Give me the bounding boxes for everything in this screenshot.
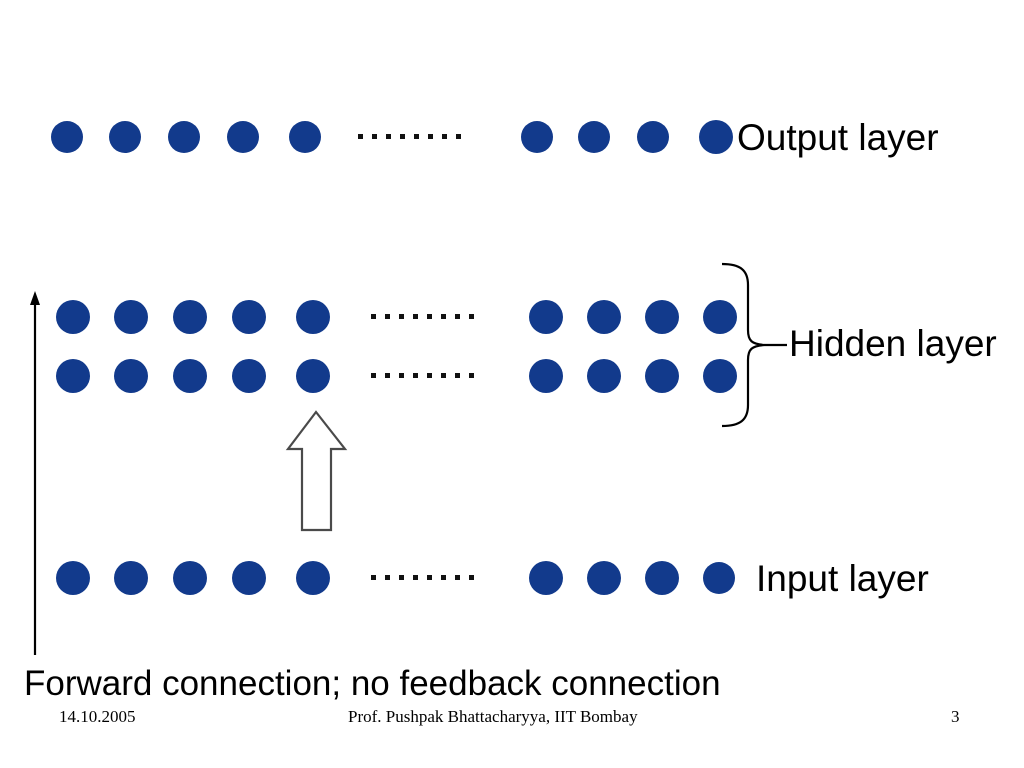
neuron-node	[173, 359, 207, 393]
neuron-node	[703, 300, 737, 334]
input-layer-label: Input layer	[756, 558, 929, 599]
neuron-node	[114, 561, 148, 595]
neuron-node	[227, 121, 259, 153]
forward-direction-arrow	[30, 291, 40, 655]
neuron-node	[637, 121, 669, 153]
neuron-node	[703, 562, 735, 594]
neuron-node	[587, 359, 621, 393]
neuron-node	[529, 359, 563, 393]
neuron-node	[173, 300, 207, 334]
neuron-node	[521, 121, 553, 153]
footer-date: 14.10.2005	[59, 707, 136, 726]
neuron-node	[699, 120, 733, 154]
neuron-node	[114, 300, 148, 334]
neuron-node	[645, 561, 679, 595]
neuron-node	[529, 561, 563, 595]
neuron-node	[296, 359, 330, 393]
ellipsis-dots	[371, 314, 474, 319]
footer-author: Prof. Pushpak Bhattacharyya, IIT Bombay	[348, 707, 638, 726]
footer-page-number: 3	[951, 707, 960, 726]
neuron-node	[232, 561, 266, 595]
neuron-node	[51, 121, 83, 153]
neuron-node	[232, 359, 266, 393]
hidden-layer-label: Hidden layer	[789, 323, 997, 364]
neuron-node	[645, 359, 679, 393]
neuron-node	[645, 300, 679, 334]
ellipsis-dots	[371, 373, 474, 378]
slide-caption: Forward connection; no feedback connecti…	[24, 664, 721, 703]
ellipsis-dots	[371, 575, 474, 580]
neuron-node	[587, 300, 621, 334]
output-layer-label: Output layer	[737, 117, 939, 158]
neuron-node	[289, 121, 321, 153]
upward-flow-arrow	[285, 410, 348, 532]
neuron-node	[56, 300, 90, 334]
neuron-node	[578, 121, 610, 153]
neuron-node	[173, 561, 207, 595]
neuron-node	[56, 359, 90, 393]
ellipsis-dots	[358, 134, 461, 139]
neuron-node	[703, 359, 737, 393]
hidden-layer-brace	[721, 262, 765, 428]
neuron-node	[296, 300, 330, 334]
neuron-node	[109, 121, 141, 153]
neuron-node	[232, 300, 266, 334]
neuron-node	[587, 561, 621, 595]
neuron-node	[56, 561, 90, 595]
neuron-node	[114, 359, 148, 393]
neuron-node	[296, 561, 330, 595]
neuron-node	[529, 300, 563, 334]
neuron-node	[168, 121, 200, 153]
